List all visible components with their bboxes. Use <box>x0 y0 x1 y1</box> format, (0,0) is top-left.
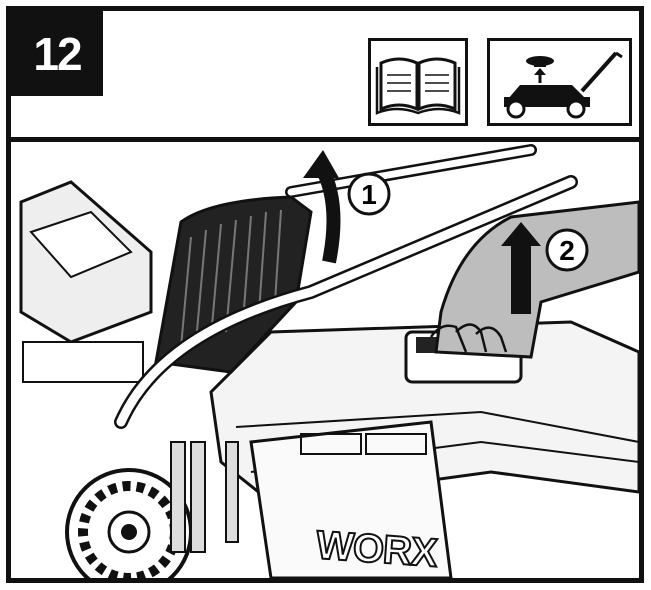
panel-header: 12 <box>11 11 639 142</box>
callout-2 <box>545 228 589 272</box>
step-number: 12 <box>33 27 82 80</box>
battery-cover-flap <box>154 195 313 374</box>
manual-book-icon <box>368 38 468 126</box>
callout-1-label: 1 <box>361 179 377 210</box>
instruction-panel: 12 <box>6 6 644 583</box>
callout-1 <box>347 172 391 216</box>
mower-illustration: 1 2 WORX <box>11 142 639 578</box>
mower-battery-remove-icon <box>487 38 632 126</box>
callout-2-label: 2 <box>559 235 575 266</box>
user-hand <box>434 200 639 359</box>
worx-logo: WORX <box>315 523 440 575</box>
step-number-badge: 12 <box>11 11 103 96</box>
